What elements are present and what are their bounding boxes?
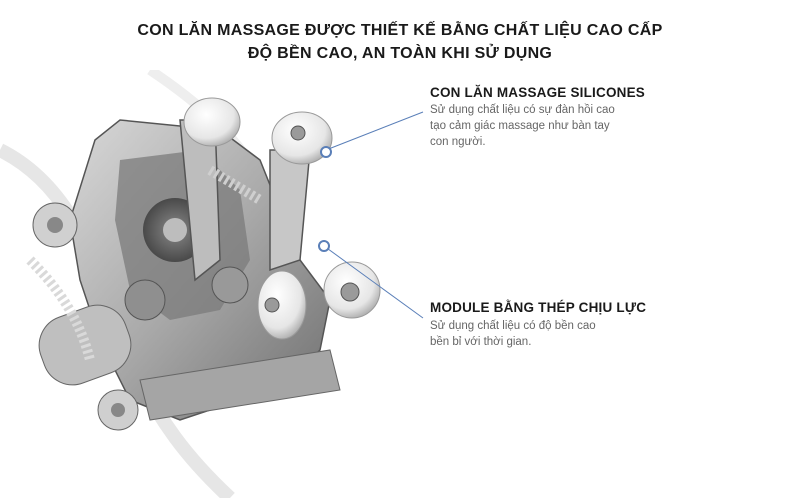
callout-desc-line: con người. <box>430 136 486 148</box>
callout-desc-line: tạo cảm giác massage như bàn tay <box>430 120 610 132</box>
callout-dot-2 <box>318 240 330 252</box>
callout-desc-line: bền bỉ với thời gian. <box>430 336 532 348</box>
callout-desc-line: Sử dụng chất liệu có độ bền cao <box>430 320 596 332</box>
callout-desc-line: Sử dụng chất liệu có sự đàn hồi cao <box>430 104 615 116</box>
massage-mechanism-image <box>0 70 381 498</box>
callout-dot-1 <box>320 146 332 158</box>
callout-title-silicone-roller: CON LĂN MASSAGE SILICONES <box>430 85 646 100</box>
callout-desc-steel-module: Sử dụng chất liệu có độ bền cao bền bỉ v… <box>430 318 670 350</box>
headline-line-1: CON LĂN MASSAGE ĐƯỢC THIẾT KẾ BẰNG CHẤT … <box>137 22 663 39</box>
callout-line-1 <box>325 111 424 151</box>
callout-desc-silicone-roller: Sử dụng chất liệu có sự đàn hồi cao tạo … <box>430 102 670 150</box>
callout-title-steel-module: MODULE BẰNG THÉP CHỊU LỰC <box>430 300 647 315</box>
headline-line-2: ĐỘ BỀN CAO, AN TOÀN KHI SỬ DỤNG <box>247 45 553 62</box>
callout-line-2 <box>323 245 424 319</box>
